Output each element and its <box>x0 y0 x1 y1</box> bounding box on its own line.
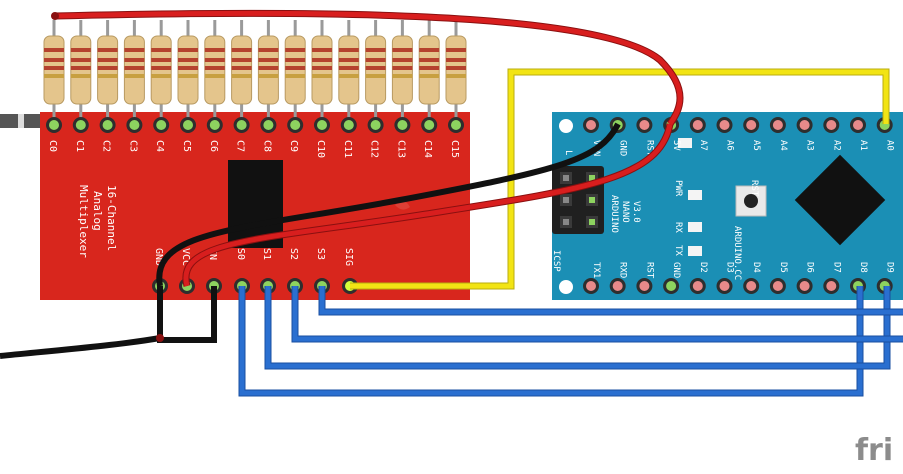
arduino-name-line2: NANO <box>620 201 630 223</box>
multiplexer-board: 16-Channel Analog Multiplexer C0 C1 C2 C3 C4… <box>40 112 470 300</box>
arduino-bottom-pins: TX1 RXD RST GND D2 D3 D4 D5 D6 D7 D8 D9 <box>583 262 895 294</box>
wires <box>0 9 903 397</box>
arduino-top-pin-label: A5 <box>751 140 761 151</box>
channel-label: C6 <box>208 140 219 152</box>
arduino-bottom-pin-label: D8 <box>858 262 868 273</box>
wire-gnd-en <box>157 286 217 343</box>
arduino-bottom-pin-label: D2 <box>698 262 708 273</box>
channel-labels: C0 C1 C2 C3 C4 C5 C6 C7 C8 C9 C10 C11 C12 C13 C14 C15 <box>47 140 460 158</box>
arduino-top-pin-label: A4 <box>778 140 788 151</box>
arduino-bottom-pin-label: TX1 <box>591 262 601 278</box>
resistor <box>97 20 119 124</box>
resistor <box>257 20 279 124</box>
resistor <box>204 20 226 124</box>
channel-label: C0 <box>47 140 58 152</box>
resistor-array <box>43 20 467 133</box>
arduino-top-pin-label: A3 <box>805 140 815 151</box>
arduino-bottom-pin-label: RST <box>644 262 654 279</box>
resistor <box>391 20 413 124</box>
channel-label: C11 <box>342 140 353 158</box>
mux-title-line1: 16-Channel <box>105 185 118 251</box>
resistor <box>123 20 145 124</box>
channel-label: C14 <box>422 140 433 158</box>
led-pwr-label: PWR <box>673 180 683 197</box>
control-pin-label: S2 <box>288 248 299 260</box>
control-pin-label: EN <box>207 248 218 260</box>
mux-title-line3: Multiplexer <box>77 185 90 258</box>
arduino-top-pin-label: 5V <box>671 140 681 151</box>
resistor <box>284 20 306 124</box>
channel-label: C1 <box>74 140 85 152</box>
icsp-label: ICSP <box>551 250 561 272</box>
resistor <box>177 20 199 124</box>
resistor <box>231 20 253 124</box>
rst-label: RST <box>749 180 759 197</box>
channel-label: C7 <box>235 140 246 152</box>
arduino-bottom-pin-label: D5 <box>778 262 788 273</box>
arduino-top-pin-label: GND <box>618 140 628 156</box>
arduino-name-line3: V3.0 <box>631 201 641 223</box>
mux-title-line2: Analog <box>91 191 104 231</box>
arduino-bottom-pin-label: D4 <box>751 262 761 273</box>
channel-label: C8 <box>261 140 272 152</box>
arduino-bottom-pin-label: D7 <box>831 262 841 273</box>
arduino-bottom-pin-label: D9 <box>885 262 895 273</box>
resistor <box>43 20 65 124</box>
wire-gnd-left <box>0 335 161 359</box>
arduino-bottom-pin-label: D6 <box>805 262 815 273</box>
resistor <box>150 20 172 124</box>
channel-label: C5 <box>181 140 192 152</box>
channel-label: C2 <box>101 140 112 152</box>
led-l-label: L <box>563 150 573 155</box>
arduino-top-pin-label: A0 <box>885 140 895 151</box>
arduino-nano-board: ICSP ARDUINO NANO V3.0 PWR TX RX L RST A… <box>551 112 903 300</box>
control-pin-label: S1 <box>261 248 272 260</box>
arduino-name-line1: ARDUINO <box>609 195 619 233</box>
brand-label: ARDUINO.CC <box>732 226 742 280</box>
control-pin-label: SIG <box>343 248 354 266</box>
led-tx-label: TX <box>673 245 683 256</box>
resistor <box>338 20 360 124</box>
resistor <box>445 20 467 124</box>
control-pin-label: S0 <box>235 248 246 260</box>
resistor <box>311 20 333 124</box>
arduino-top-pin-label: A1 <box>858 140 868 151</box>
arduino-top-pin-label: A2 <box>831 140 841 151</box>
wire-gnd-arduino <box>156 122 621 287</box>
channel-label: C12 <box>369 140 380 158</box>
arduino-top-pin-label: A6 <box>725 140 735 151</box>
arduino-bottom-pin-label: D3 <box>725 262 735 273</box>
arduino-bottom-pin-label: RXD <box>618 262 628 278</box>
led-rx-label: RX <box>673 222 683 233</box>
channel-label: C10 <box>315 140 326 158</box>
channel-label: C15 <box>449 140 460 158</box>
channel-label: C4 <box>154 140 165 152</box>
fritzing-logo-text: fri <box>855 433 893 468</box>
arduino-top-pin-label: A7 <box>698 140 708 151</box>
channel-label: C3 <box>127 140 138 152</box>
channel-label: C9 <box>288 140 299 152</box>
arduino-bottom-pin-label: GND <box>671 262 681 278</box>
arduino-top-pin-label: RST <box>644 140 654 157</box>
control-pin-label: S3 <box>315 248 326 260</box>
control-pin-label: VCC <box>180 248 191 266</box>
resistor <box>70 20 92 124</box>
resistor <box>418 20 440 124</box>
control-pin-label: GND <box>153 248 164 266</box>
channel-label: C13 <box>395 140 406 158</box>
resistor <box>365 20 387 124</box>
